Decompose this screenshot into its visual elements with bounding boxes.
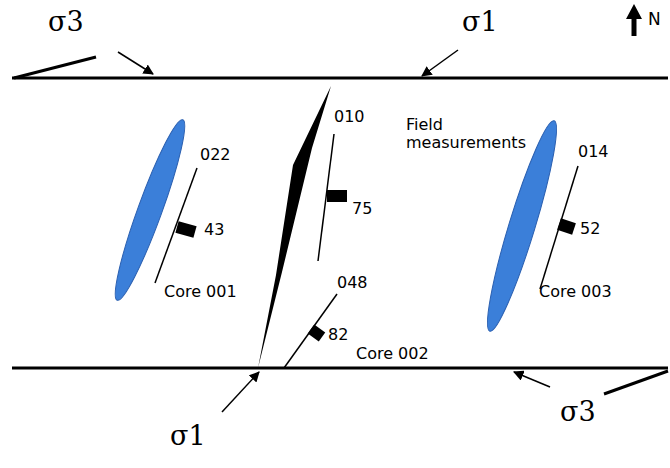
zone-boundary — [12, 77, 668, 80]
dip-tick — [327, 190, 347, 202]
stress-label: σ3 — [48, 6, 84, 37]
stress-label: σ1 — [170, 420, 206, 451]
dip-value: 82 — [328, 326, 348, 344]
dip-tick — [559, 224, 574, 229]
dip-value: 43 — [204, 221, 224, 239]
stress-arrow — [118, 52, 153, 74]
zone-boundary — [12, 367, 668, 370]
stress-arrow — [422, 50, 458, 76]
shear-half-arrow — [604, 371, 668, 394]
strike-value: 014 — [578, 143, 609, 161]
strike-line — [155, 168, 197, 283]
stress-arrow — [222, 372, 259, 412]
dip-tick — [311, 329, 322, 337]
strike-value: 048 — [337, 274, 368, 292]
fault-lens — [258, 86, 331, 368]
strike-value: 022 — [200, 146, 231, 164]
north-arrow — [632, 18, 637, 36]
dip-tick — [177, 227, 195, 232]
dip-value: 75 — [352, 200, 372, 218]
field-note: Field measurements — [406, 116, 516, 153]
strike-line — [540, 166, 578, 289]
strike-value: 010 — [334, 108, 365, 126]
core-label: Core 002 — [356, 345, 429, 363]
core-label: Core 003 — [539, 283, 612, 301]
stress-label: σ3 — [560, 396, 596, 427]
core-label: Core 001 — [164, 283, 237, 301]
dip-value: 52 — [580, 220, 600, 238]
north-arrow — [626, 4, 642, 19]
stress-arrow — [514, 372, 550, 387]
north-label: N — [648, 10, 661, 30]
stress-label: σ1 — [462, 6, 498, 37]
shear-half-arrow — [14, 57, 96, 78]
